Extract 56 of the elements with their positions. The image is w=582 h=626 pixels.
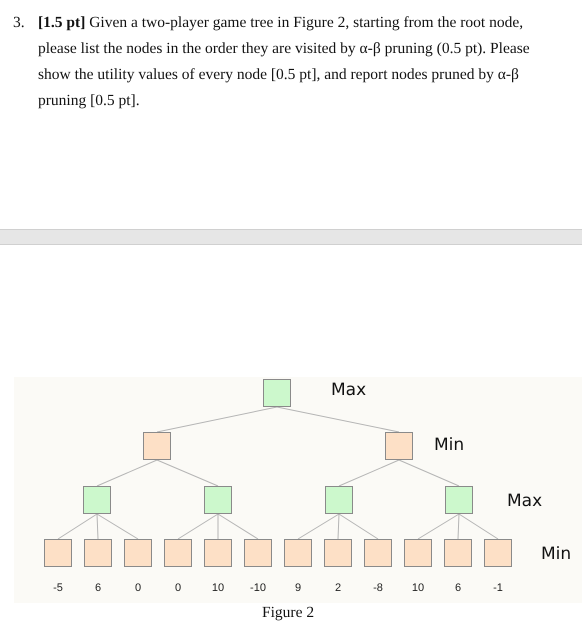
tree-edge bbox=[338, 514, 340, 540]
level-label: Max bbox=[507, 491, 542, 511]
tree-edge bbox=[96, 460, 158, 486]
tree-node bbox=[143, 432, 171, 460]
tree-node bbox=[325, 486, 353, 514]
level-label: Min bbox=[541, 544, 572, 564]
level-label: Max bbox=[331, 380, 366, 400]
leaf-value: 9 bbox=[294, 582, 302, 594]
tree-node bbox=[84, 539, 112, 567]
leaf-value: 10 bbox=[210, 582, 226, 594]
leaf-value: 6 bbox=[454, 582, 462, 594]
leaf-value: 0 bbox=[174, 582, 182, 594]
tree-node bbox=[44, 539, 72, 567]
tree-edge bbox=[458, 514, 460, 540]
tree-edge bbox=[298, 514, 340, 540]
tree-edge bbox=[178, 514, 218, 540]
tree-edge bbox=[96, 514, 98, 540]
tree-node bbox=[284, 539, 312, 567]
tree-node bbox=[204, 539, 232, 567]
tree-node bbox=[324, 539, 352, 567]
divider-bar bbox=[0, 229, 582, 245]
tree-node bbox=[385, 432, 413, 460]
tree-node bbox=[83, 486, 111, 514]
leaf-value: 0 bbox=[134, 582, 142, 594]
tree-edge bbox=[418, 514, 460, 540]
tree-node bbox=[404, 539, 432, 567]
leaf-value: -8 bbox=[372, 582, 384, 594]
leaf-value: 6 bbox=[94, 582, 102, 594]
leaf-value: 10 bbox=[410, 582, 426, 594]
tree-node bbox=[484, 539, 512, 567]
tree-node bbox=[263, 379, 291, 407]
tree-node bbox=[124, 539, 152, 567]
tree-node bbox=[444, 539, 472, 567]
tree-node bbox=[164, 539, 192, 567]
tree-node bbox=[445, 486, 473, 514]
leaf-value: -5 bbox=[52, 582, 64, 594]
tree-edge bbox=[156, 406, 278, 432]
tree-edge bbox=[398, 460, 460, 486]
tree-edge bbox=[276, 406, 400, 432]
tree-node bbox=[244, 539, 272, 567]
tree-edge bbox=[338, 460, 400, 486]
tree-edge bbox=[218, 514, 258, 540]
leaf-value: -10 bbox=[249, 582, 267, 594]
tree-node bbox=[364, 539, 392, 567]
tree-edge bbox=[156, 460, 218, 486]
tree-edge bbox=[96, 514, 138, 540]
figure-caption: Figure 2 bbox=[262, 604, 314, 622]
question-number: 3. bbox=[13, 13, 25, 33]
tree-edge bbox=[58, 514, 98, 540]
leaf-value: 2 bbox=[334, 582, 342, 594]
question-text: [1.5 pt] Given a two-player game tree in Figure 2, starting from the root node, please list the nodes in the order they are visited by α-β pruning (0.5 pt). Please show the utility values of every node [0.5 pt], and report nodes pruned by α-β pruning [0.5 pt]. bbox=[38, 13, 531, 111]
tree-edge bbox=[338, 514, 378, 540]
leaf-value: -1 bbox=[492, 582, 504, 594]
level-label: Min bbox=[434, 435, 464, 455]
tree-edge bbox=[458, 514, 498, 540]
tree-node bbox=[204, 486, 232, 514]
